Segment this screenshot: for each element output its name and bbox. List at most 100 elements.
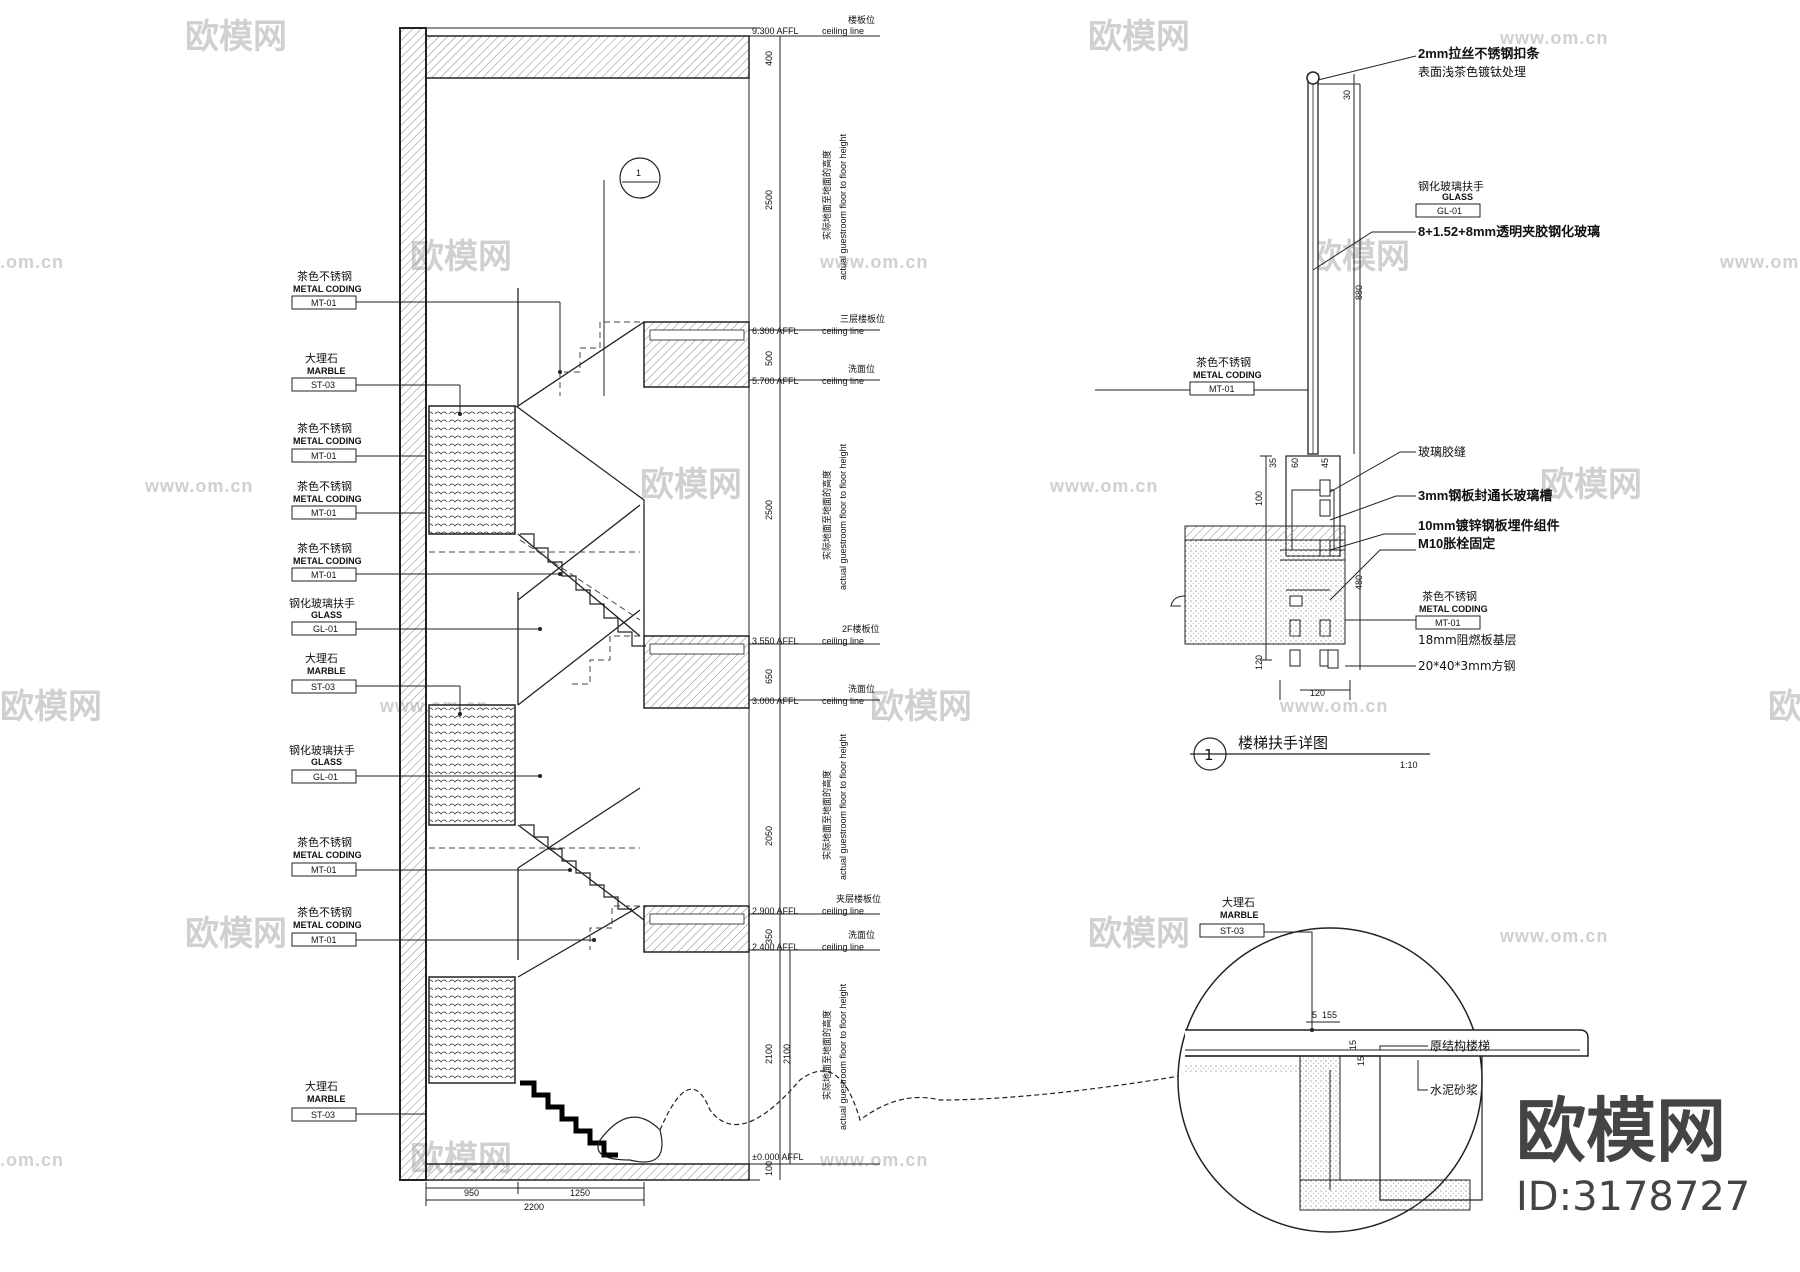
watermark-text: 欧模网	[1088, 17, 1190, 57]
svg-text:9.300 AFFL: 9.300 AFFL	[752, 26, 799, 36]
bottom-dimensions: 950 1250 2200	[425, 1182, 645, 1212]
svg-text:METAL CODING: METAL CODING	[293, 284, 362, 294]
svg-text:GL-01: GL-01	[1437, 206, 1462, 216]
watermark-text: 欧模网	[1540, 465, 1642, 505]
svg-text:500: 500	[764, 351, 774, 366]
svg-text:2.400 AFFL: 2.400 AFFL	[752, 942, 799, 952]
svg-text:2100: 2100	[764, 1044, 774, 1064]
note: 2mm拉丝不锈钢扣条	[1418, 46, 1540, 61]
svg-text:钢化玻璃扶手: 钢化玻璃扶手	[289, 743, 355, 757]
svg-text:3.000 AFFL: 3.000 AFFL	[752, 696, 799, 706]
svg-text:MT-01: MT-01	[1209, 384, 1235, 394]
svg-text:6.300 AFFL: 6.300 AFFL	[752, 326, 799, 336]
svg-text:ceiling line: ceiling line	[822, 26, 864, 36]
marble-stair-stack	[428, 405, 516, 535]
svg-text:ceiling line: ceiling line	[822, 696, 864, 706]
material-label: 钢化玻璃扶手 GLASS GL-01	[289, 596, 542, 636]
svg-text:茶色不锈钢: 茶色不锈钢	[297, 479, 352, 493]
material-label: 茶色不锈钢 METAL CODING MT-01	[291, 541, 562, 582]
note: 18mm阻燃板基层	[1418, 632, 1517, 647]
svg-text:ST-03: ST-03	[311, 380, 335, 390]
svg-text:MT-01: MT-01	[311, 508, 337, 518]
svg-text:2500: 2500	[764, 190, 774, 210]
svg-text:MT-01: MT-01	[311, 298, 337, 308]
watermark-text: 欧模网	[1088, 914, 1190, 954]
svg-text:880: 880	[1354, 285, 1364, 300]
material-label: 大理石 MARBLE ST-03	[291, 1079, 426, 1122]
svg-text:MARBLE: MARBLE	[1220, 910, 1259, 920]
svg-text:ST-03: ST-03	[1220, 926, 1244, 936]
svg-text:2.900 AFFL: 2.900 AFFL	[752, 906, 799, 916]
material-label: 茶色不锈钢 METAL CODING MT-01	[291, 835, 572, 877]
svg-text:120: 120	[1310, 688, 1325, 698]
material-labels: 茶色不锈钢 METAL CODING MT-01 大理石 MARBLE ST-0…	[289, 269, 596, 1122]
svg-text:ceiling line: ceiling line	[822, 636, 864, 646]
svg-text:茶色不锈钢: 茶色不锈钢	[297, 905, 352, 919]
svg-text:ceiling line: ceiling line	[822, 376, 864, 386]
svg-text:大理石: 大理石	[305, 1079, 338, 1093]
brand-id: ID:3178727	[1516, 1174, 1750, 1220]
svg-text:GL-01: GL-01	[313, 772, 338, 782]
watermark-text: 欧模网	[870, 687, 972, 727]
svg-text:实际地面至地面的高度: 实际地面至地面的高度	[821, 1010, 832, 1100]
svg-text:GLASS: GLASS	[311, 610, 342, 620]
svg-text:MT-01: MT-01	[1435, 618, 1461, 628]
material-label: 大理石 MARBLE ST-03	[291, 651, 462, 716]
material-label: 钢化玻璃扶手 GLASS GL-01	[289, 743, 542, 784]
svg-text:35: 35	[1268, 458, 1278, 468]
watermark-text: 欧模网	[0, 687, 102, 727]
svg-text:MARBLE: MARBLE	[307, 666, 346, 676]
svg-text:3.550 AFFL: 3.550 AFFL	[752, 636, 799, 646]
svg-text:actual guestroom floor to floo: actual guestroom floor to floor height	[838, 733, 848, 880]
svg-text:100: 100	[764, 1161, 774, 1176]
watermark-text: 欧模网	[185, 914, 287, 954]
svg-text:钢化玻璃扶手: 钢化玻璃扶手	[1418, 179, 1484, 193]
svg-text:大理石: 大理石	[305, 351, 338, 365]
note: M10胀栓固定	[1418, 536, 1495, 551]
watermark-url: www.om.cn	[1499, 926, 1608, 946]
svg-text:洗面位: 洗面位	[848, 929, 875, 940]
svg-text:30: 30	[1342, 90, 1352, 100]
note: 表面浅茶色镀钛处理	[1418, 64, 1526, 79]
svg-text:GLASS: GLASS	[1442, 192, 1473, 202]
dimension-text: 400 2500 500 2500 650 2050 350 2100 100 …	[764, 51, 848, 1176]
svg-text:155: 155	[1322, 1010, 1337, 1020]
svg-text:ceiling line: ceiling line	[822, 906, 864, 916]
svg-text:大理石: 大理石	[1222, 895, 1255, 909]
svg-text:1250: 1250	[570, 1188, 590, 1198]
detail-leader-line	[659, 1059, 1271, 1131]
note: 8+1.52+8mm透明夹胶钢化玻璃	[1418, 224, 1600, 239]
svg-text:±0.000 AFFL: ±0.000 AFFL	[752, 1152, 803, 1162]
material-label: 大理石 MARBLE ST-03	[291, 351, 462, 416]
watermark-text: 欧模网	[185, 17, 287, 57]
svg-text:120: 120	[1254, 655, 1264, 670]
svg-text:茶色不锈钢: 茶色不锈钢	[297, 541, 352, 555]
watermark-url: www.om.cn	[144, 476, 253, 496]
svg-text:ST-03: ST-03	[311, 682, 335, 692]
detail-number: 1	[1204, 746, 1214, 764]
level-text: 9.300 AFFL ceiling line 楼板位 6.300 AFFL c…	[752, 14, 885, 1162]
svg-text:2100: 2100	[782, 1044, 792, 1064]
svg-text:950: 950	[464, 1188, 479, 1198]
svg-text:MT-01: MT-01	[311, 451, 337, 461]
svg-text:METAL CODING: METAL CODING	[1419, 604, 1488, 614]
svg-text:ceiling line: ceiling line	[822, 326, 864, 336]
svg-text:actual guestroom floor to floo: actual guestroom floor to floor height	[838, 443, 848, 590]
detail-callout-bubble	[619, 157, 661, 199]
watermark-text: 欧模网	[1768, 687, 1800, 727]
svg-text:60: 60	[1290, 458, 1300, 468]
svg-text:ST-03: ST-03	[311, 1110, 335, 1120]
watermark-text: 欧模网	[640, 465, 742, 505]
svg-text:楼板位: 楼板位	[848, 14, 875, 25]
svg-text:2200: 2200	[524, 1202, 544, 1212]
watermark-layer: 欧模网 欧模网 欧模网 欧模网 欧模网 欧模网 欧模网 欧模网 欧模网 欧模网 …	[0, 17, 1800, 1179]
svg-text:15: 15	[1356, 1056, 1366, 1066]
svg-text:洗面位: 洗面位	[848, 683, 875, 694]
svg-text:ceiling line: ceiling line	[822, 942, 864, 952]
stair-section: 1	[399, 27, 1271, 1181]
svg-text:METAL CODING: METAL CODING	[293, 494, 362, 504]
svg-text:洗面位: 洗面位	[848, 363, 875, 374]
note: 10mm镀锌钢板埋件组件	[1418, 518, 1560, 533]
svg-text:45: 45	[1320, 458, 1330, 468]
